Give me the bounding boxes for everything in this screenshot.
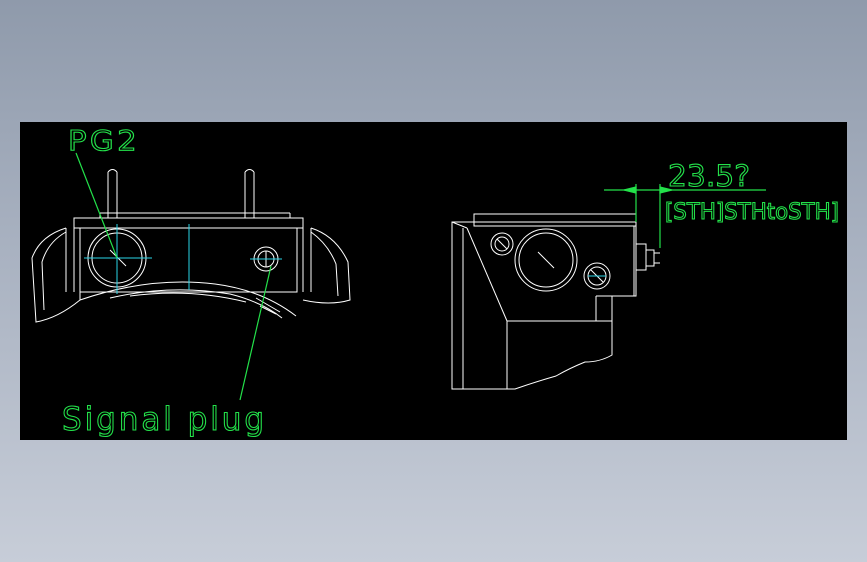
pg2-label: PG2 bbox=[68, 124, 140, 157]
side-view bbox=[451, 184, 766, 390]
signal-plug-label: Signal plug bbox=[62, 400, 267, 438]
front-view bbox=[31, 152, 351, 401]
pg2-leader bbox=[75, 152, 118, 259]
drawing-canvas bbox=[20, 122, 847, 440]
signal-plug bbox=[250, 246, 282, 272]
mounting-pins bbox=[107, 169, 255, 218]
signal-plug-leader bbox=[239, 265, 272, 401]
dimension-suffix-label: [STH]STHtoSTH] bbox=[665, 200, 839, 225]
pg2-gland bbox=[84, 224, 152, 294]
housing-body bbox=[31, 227, 351, 323]
side-gland bbox=[490, 228, 611, 292]
dimension-value-label: 23.5? bbox=[668, 159, 750, 193]
dimension-23-5 bbox=[604, 184, 766, 248]
side-housing bbox=[451, 213, 660, 390]
